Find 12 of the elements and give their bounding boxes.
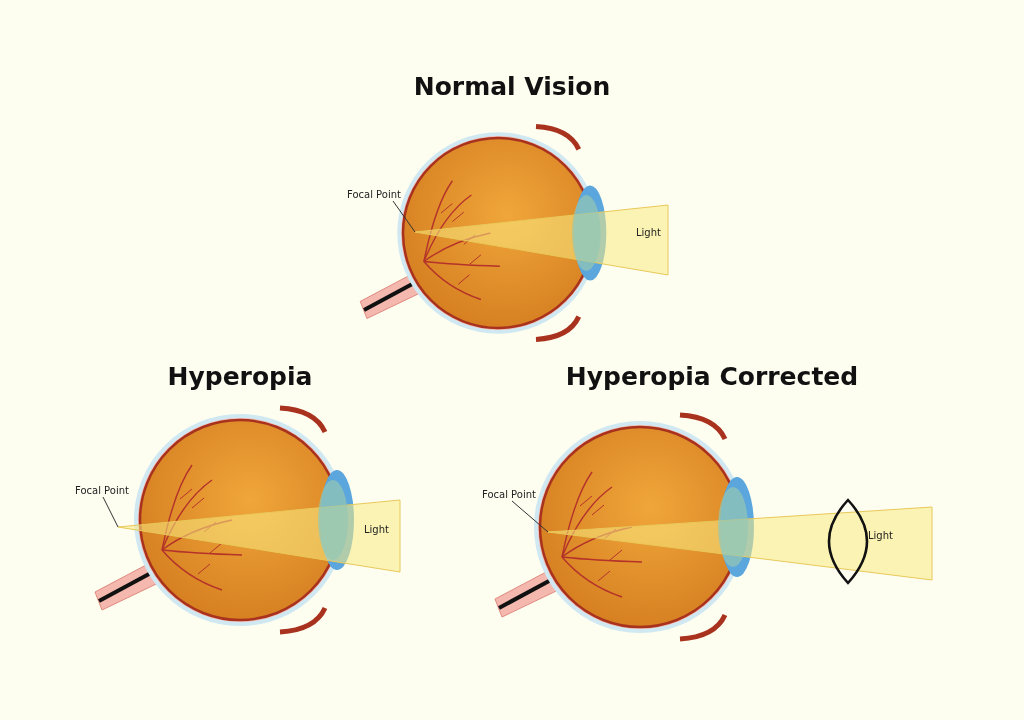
beam-label: Light	[364, 524, 389, 535]
callout-label: Focal Point	[482, 489, 536, 500]
beam-label: Light	[868, 530, 893, 541]
leader-line	[102, 496, 119, 528]
callout-label: Focal Point	[75, 485, 129, 496]
leader-line	[392, 200, 416, 233]
panel-heading: Hyperopia	[167, 362, 313, 391]
panel-heading: Normal Vision	[413, 72, 611, 101]
callout-label: Focal Point	[347, 189, 401, 200]
panel-heading: Hyperopia Corrected	[565, 362, 859, 391]
beam-label: Light	[636, 227, 661, 238]
leader-line	[511, 500, 549, 533]
